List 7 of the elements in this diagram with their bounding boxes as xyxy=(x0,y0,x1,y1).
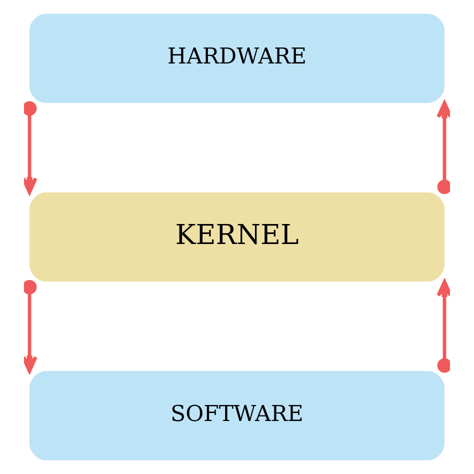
arrow xyxy=(436,101,450,194)
arrow xyxy=(436,280,450,373)
arrow xyxy=(24,280,38,373)
node-box: KERNEL xyxy=(30,192,444,282)
node-box: HARDWARE xyxy=(30,14,444,104)
arrow xyxy=(24,101,38,194)
node-box: SOFTWARE xyxy=(30,370,444,460)
